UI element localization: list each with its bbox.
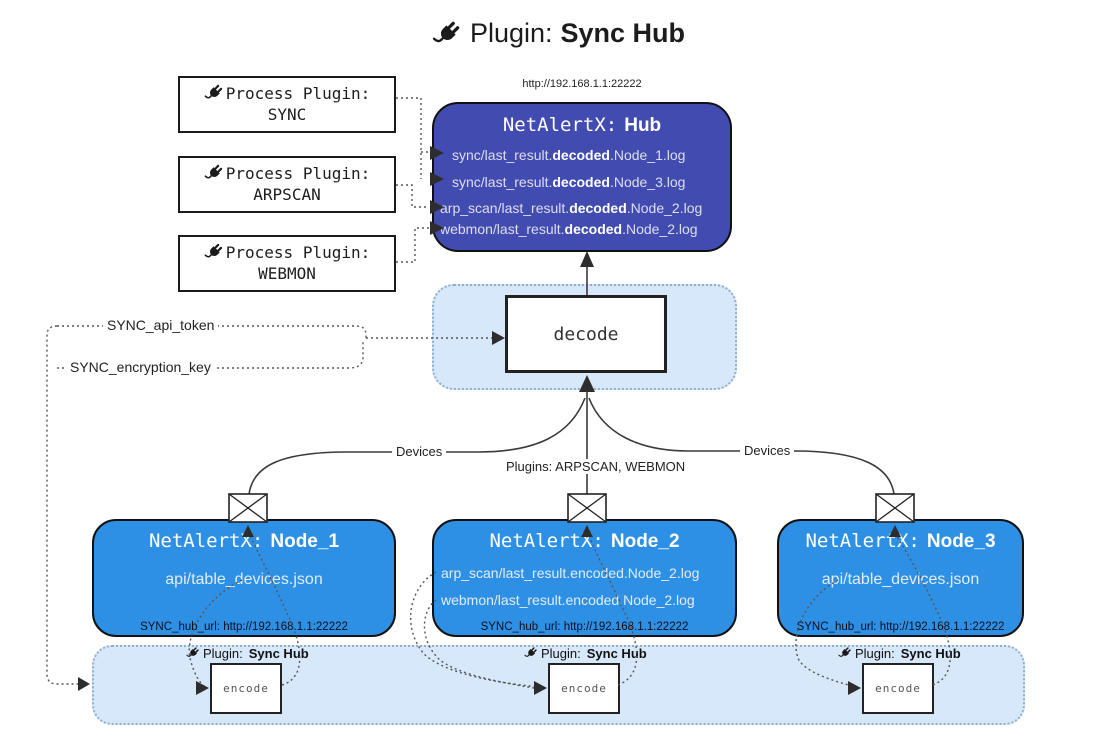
- edge-label-devices-right: Devices: [740, 443, 795, 458]
- node-file: api/table_devices.json: [165, 571, 323, 588]
- process-plugin-sync-box: Process Plugin: SYNC: [178, 76, 396, 133]
- encode-plugin-label: Plugin:Sync Hub: [524, 645, 647, 661]
- process-plugin-name: WEBMON: [258, 264, 316, 283]
- envelope-icon: [567, 493, 607, 523]
- plug-icon: [524, 646, 538, 660]
- node-hub-url: SYNC_hub_url: http://192.168.1.1:22222: [796, 621, 1005, 633]
- setting-sync-api-token: SYNC_api_token: [103, 317, 219, 333]
- page-title: Plugin: Sync Hub: [0, 18, 1117, 49]
- node-2-box: NetAlertX:Node_2 arp_scan/last_result.en…: [432, 519, 737, 637]
- hub-title-name: Hub: [624, 115, 662, 136]
- node-3-box: NetAlertX:Node_3 api/table_devices.json …: [777, 519, 1024, 637]
- plug-icon: [204, 83, 224, 103]
- arrowhead-up: [580, 251, 594, 267]
- plug-icon: [432, 19, 462, 49]
- process-plugin-label: Process Plugin:: [225, 242, 371, 262]
- node-file: arp_scan/last_result.encoded.Node_2.log: [441, 565, 700, 581]
- node-title: NetAlertX:Node_3: [805, 530, 996, 552]
- node-file: api/table_devices.json: [821, 571, 980, 588]
- setting-sync-encryption-key: SYNC_encryption_key: [66, 359, 215, 375]
- edge-label-plugins-middle: Plugins: ARPSCAN, WEBMON: [502, 459, 690, 474]
- hub-log-line: sync/last_result.decoded.Node_1.log: [452, 147, 686, 163]
- encode-plugin-label: Plugin:Sync Hub: [838, 645, 961, 661]
- node-1-box: NetAlertX:Node_1 api/table_devices.json …: [92, 519, 396, 637]
- process-plugin-webmon-box: Process Plugin: WEBMON: [178, 235, 396, 292]
- edge-settings-to-encode-panel: [46, 325, 78, 685]
- edge-label-devices-left: Devices: [392, 444, 447, 459]
- encode-box: encode: [862, 663, 934, 714]
- node-hub-url: SYNC_hub_url: http://192.168.1.1:22222: [140, 621, 348, 633]
- page-title-name: Sync Hub: [560, 18, 686, 48]
- process-plugin-arpscan-box: Process Plugin: ARPSCAN: [178, 156, 396, 213]
- hub-title: NetAlertX: Hub: [434, 114, 730, 137]
- plug-icon: [838, 646, 852, 660]
- edge-arpscan-to-hub: [396, 184, 429, 208]
- node-title: NetAlertX:Node_2: [489, 530, 680, 552]
- node-hub-url: SYNC_hub_url: http://192.168.1.1:22222: [480, 621, 689, 633]
- node-title: NetAlertX:Node_1: [148, 530, 340, 552]
- encode-box: encode: [210, 663, 282, 714]
- plug-icon: [186, 646, 200, 660]
- hub-log-line: arp_scan/last_result.decoded.Node_2.log: [440, 200, 703, 216]
- process-plugin-name: SYNC: [267, 105, 307, 124]
- decode-label: decode: [553, 323, 619, 345]
- edge-webmon-to-hub: [396, 227, 429, 263]
- decode-box: decode: [505, 295, 667, 373]
- process-plugin-label: Process Plugin:: [225, 163, 371, 183]
- process-plugin-label: Process Plugin:: [225, 83, 371, 103]
- hub-log-line: sync/last_result.decoded.Node_3.log: [452, 174, 686, 190]
- envelope-icon: [875, 493, 915, 523]
- encode-box: encode: [548, 663, 620, 714]
- page-title-prefix: Plugin:: [469, 18, 553, 48]
- node-file: webmon/last_result.encoded.Node_2.log: [441, 592, 695, 608]
- hub-log-line: webmon/last_result.decoded.Node_2.log: [440, 221, 698, 237]
- arrowhead: [78, 677, 90, 691]
- envelope-icon: [228, 493, 268, 523]
- edge-sync-to-hub: [396, 97, 422, 179]
- process-plugin-name: ARPSCAN: [253, 185, 321, 204]
- hub-title-prefix: NetAlertX:: [502, 114, 618, 136]
- hub-box: NetAlertX: Hub sync/last_result.decoded.N…: [432, 102, 732, 252]
- encode-plugin-label: Plugin:Sync Hub: [186, 645, 309, 661]
- plug-icon: [204, 163, 224, 183]
- hub-url: http://192.168.1.1:22222: [522, 78, 642, 90]
- plug-icon: [204, 242, 224, 262]
